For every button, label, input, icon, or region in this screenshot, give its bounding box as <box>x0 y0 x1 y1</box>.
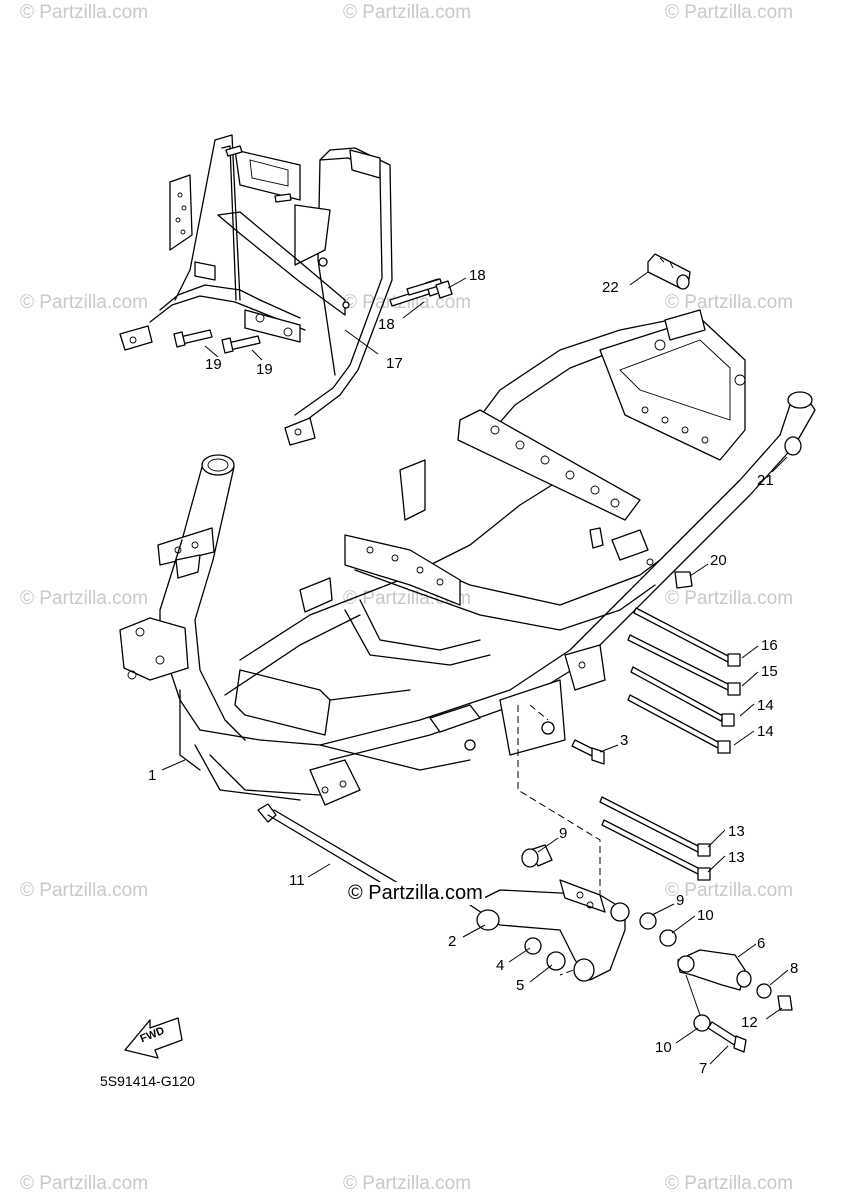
callout-7: 7 <box>699 1060 708 1077</box>
callout-13: 13 <box>728 849 745 866</box>
callout-15: 15 <box>761 663 778 680</box>
callout-19: 19 <box>256 361 273 378</box>
fwd-arrow-icon <box>124 1017 183 1059</box>
callout-20: 20 <box>710 552 727 569</box>
engine-link-assembly <box>469 844 793 1053</box>
callout-22: 22 <box>602 279 619 296</box>
callout-12: 12 <box>741 1014 758 1031</box>
watermark: © Partzilla.com <box>20 880 149 901</box>
rear-rack-part-17 <box>119 134 393 446</box>
cable-ties <box>599 607 741 881</box>
callout-14: 14 <box>757 697 774 714</box>
callout-2: 2 <box>448 933 457 950</box>
callout-5: 5 <box>516 977 525 994</box>
watermark: © Partzilla.com <box>20 1173 149 1194</box>
watermark: © Partzilla.com <box>665 1173 794 1194</box>
bolt-part-19 <box>173 329 261 354</box>
leader-lines <box>161 271 789 1065</box>
bolt-part-18 <box>389 278 453 307</box>
clamp-part-22 <box>647 253 691 290</box>
watermark: © Partzilla.com <box>665 880 794 901</box>
diagram-code: 5S91414-G120 <box>100 1073 195 1089</box>
watermark: © Partzilla.com <box>343 1173 472 1194</box>
callout-1: 1 <box>148 767 157 784</box>
callout-11: 11 <box>289 872 305 889</box>
watermark: © Partzilla.com <box>20 292 149 313</box>
callout-4: 4 <box>496 957 505 974</box>
callout-3: 3 <box>620 732 629 749</box>
alignment-line <box>517 705 601 976</box>
collar-part-21 <box>784 436 802 456</box>
callout-18: 18 <box>469 267 486 284</box>
brand-label: © Partzilla.com <box>346 882 485 905</box>
callout-9: 9 <box>559 825 568 842</box>
callout-19: 19 <box>205 356 222 373</box>
watermark: © Partzilla.com <box>665 2 794 23</box>
callout-21: 21 <box>757 472 774 489</box>
callout-8: 8 <box>790 960 799 977</box>
callout-16: 16 <box>761 637 778 654</box>
callout-18: 18 <box>378 316 395 333</box>
alignment-line <box>529 704 549 721</box>
callout-6: 6 <box>757 935 766 952</box>
callout-14: 14 <box>757 723 774 740</box>
watermark: © Partzilla.com <box>20 588 149 609</box>
watermark: © Partzilla.com <box>343 2 472 23</box>
callout-17: 17 <box>386 355 403 372</box>
collar-part-20 <box>674 571 693 589</box>
callout-10: 10 <box>655 1039 672 1056</box>
bolt-part-3 <box>571 739 605 765</box>
callout-9: 9 <box>676 892 685 909</box>
callout-10: 10 <box>697 907 714 924</box>
watermark: © Partzilla.com <box>665 588 794 609</box>
callout-13: 13 <box>728 823 745 840</box>
main-frame-part-1 <box>119 309 816 806</box>
watermark: © Partzilla.com <box>665 292 794 313</box>
watermark: © Partzilla.com <box>20 2 149 23</box>
